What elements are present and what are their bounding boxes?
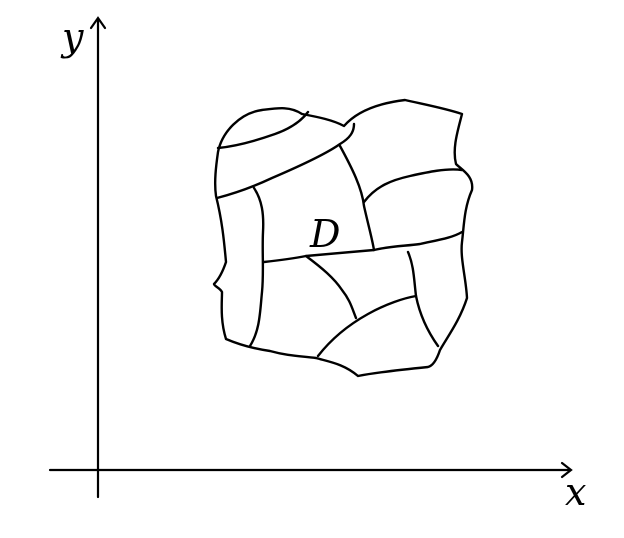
partition-line (372, 230, 464, 252)
partition-line (316, 294, 418, 358)
partition-line (304, 254, 358, 320)
y-axis-label: y (60, 15, 84, 59)
partition-line (406, 250, 440, 348)
region-boundary (212, 98, 474, 378)
partition-line (216, 110, 310, 150)
y-axis-arrowhead (89, 16, 107, 30)
partition-line (248, 186, 265, 348)
coordinate-axes (48, 16, 573, 499)
region-label: D (309, 212, 340, 256)
region-d (212, 98, 474, 378)
partition-line (362, 168, 464, 204)
x-axis-label: x (565, 470, 586, 514)
partition-line (215, 122, 356, 200)
partition-line (338, 144, 376, 252)
x-axis-arrowhead (560, 461, 573, 479)
